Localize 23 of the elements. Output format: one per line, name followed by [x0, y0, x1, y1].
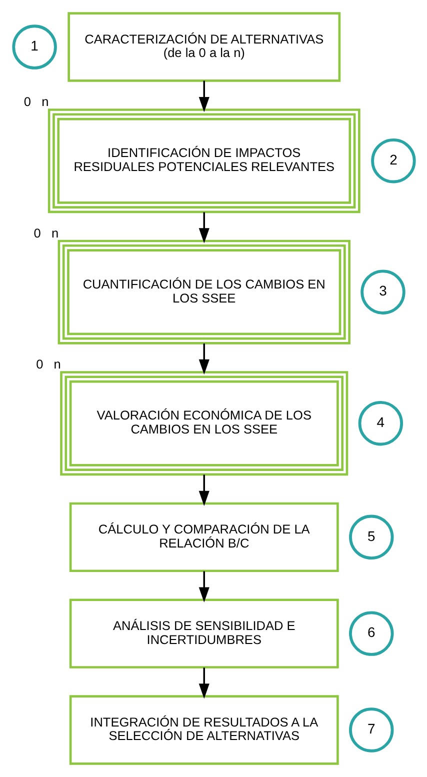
node-label: 0 n [36, 356, 60, 372]
arrow [198, 668, 209, 699]
node-box: ANÁLISIS DE SENSIBILIDAD E INCERTIDUMBRES [68, 598, 338, 668]
node-label: 0 n [33, 225, 58, 240]
node-box: IDENTIFICACIÓN DE IMPACTOS RESIDUALES POTENCIALES RELEVANTES [47, 108, 360, 214]
node-box: CUANTIFICACIÓN DE LOS CAMBIOS EN LOS SSEE [57, 240, 350, 344]
arrow [198, 571, 209, 602]
node-circle: 1 [12, 24, 56, 70]
node-box: CARACTERIZACIÓN DE ALTERNATIVAS (de la 0 a la n) [67, 12, 340, 82]
node-circle: 4 [358, 400, 403, 446]
node-circle: 5 [348, 514, 394, 560]
node-circle: 6 [348, 611, 394, 656]
node-box: VALORACIÓN ECONÓMICA DE LOS CAMBIOS EN LOS SSEE [60, 371, 348, 476]
arrow [198, 80, 209, 112]
node-circle: 3 [360, 270, 405, 314]
arrow [198, 212, 209, 244]
node-box: CÁLCULO Y COMPARACIÓN DE LA RELACIÓN B/C [68, 502, 338, 572]
node-box: INTEGRACIÓN DE RESULTADOS A LA SELECCIÓN DE ALTERNATIVAS [68, 695, 338, 765]
node-label: 0 n [23, 94, 48, 110]
node-circle: 7 [348, 708, 394, 752]
arrow [198, 474, 209, 506]
node-circle: 2 [370, 138, 416, 184]
arrow [198, 343, 209, 375]
